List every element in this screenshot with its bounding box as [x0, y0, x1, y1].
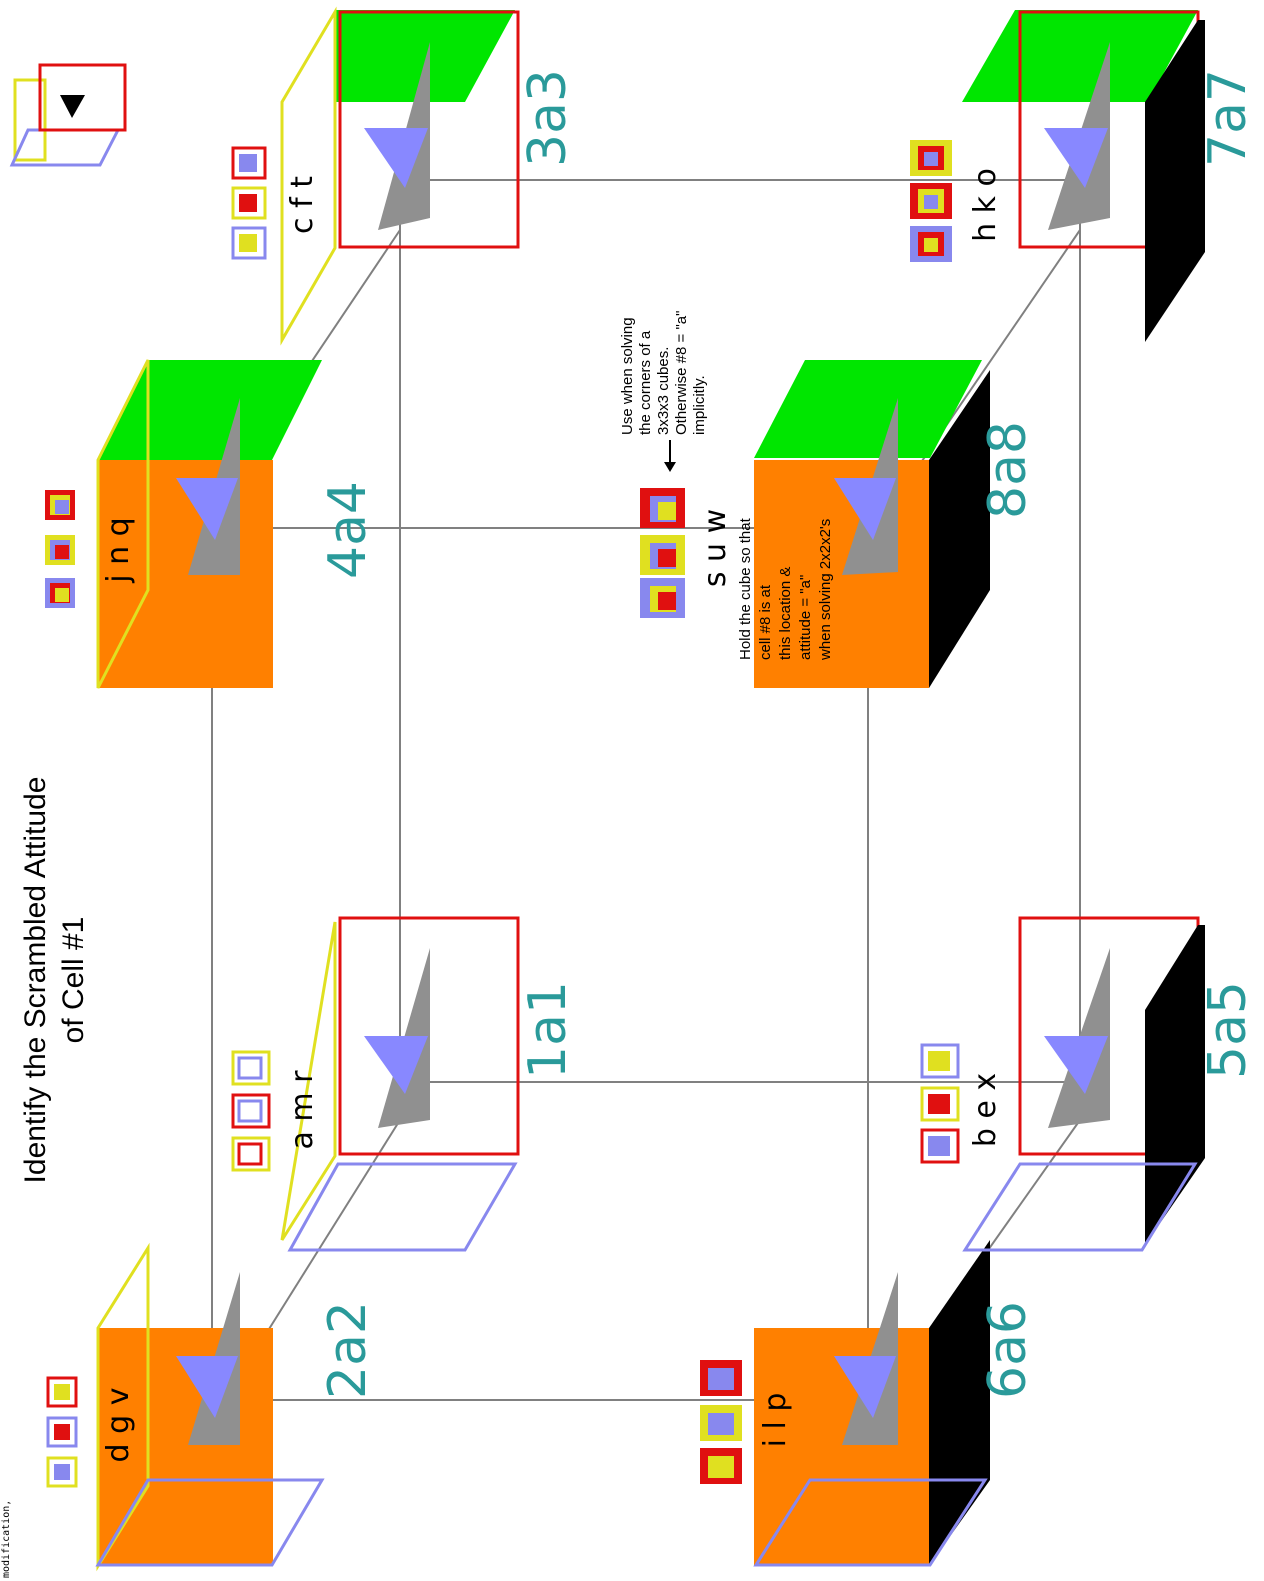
note-corners-line5: implicitly. [691, 375, 708, 435]
letters-cell-4: j n q [101, 517, 136, 583]
note-corners-line4: Otherwise #8 = "a" [673, 311, 690, 435]
letters-cell-8: s u w [698, 509, 733, 587]
letters-cell-6: i l p [758, 1393, 793, 1448]
cell-label-7: 7a7 [1198, 69, 1258, 167]
cell-label-5: 5a5 [1198, 981, 1258, 1079]
cell-2 [95, 1242, 325, 1572]
title-line1: Identify the Scrambled Attitude [19, 777, 52, 1184]
cell-label-6: 6a6 [978, 1301, 1038, 1399]
note-hold-line2: cell #8 is at [757, 584, 774, 660]
note-hold: Hold the cube so that cell #8 is at this… [737, 517, 834, 661]
cell-label-1: 1a1 [518, 981, 578, 1079]
cell-label-3: 3a3 [518, 69, 578, 167]
cell-4 [96, 359, 322, 689]
cell-label-4: 4a4 [318, 481, 378, 579]
thumbnail-cube [9, 63, 127, 167]
mini-cube-icons [45, 140, 960, 1488]
note-hold-line3: this location & [777, 567, 794, 660]
note-hold-line1: Hold the cube so that [737, 517, 754, 660]
corner-text: modification, [1, 1500, 12, 1578]
note-corners-line2: the corners of a [637, 330, 654, 435]
note-hold-line5: when solving 2x2x2's [817, 519, 834, 661]
cell-label-8: 8a8 [978, 421, 1038, 519]
cell-6 [753, 1240, 990, 1567]
cell-3 [280, 6, 520, 346]
note-corners: Use when solving the corners of a 3x3x3 … [619, 311, 708, 435]
title-line2: of Cell #1 [57, 917, 90, 1044]
cell-7 [962, 10, 1205, 342]
note-hold-line4: attitude = "a" [797, 575, 814, 660]
cell-1 [280, 916, 520, 1252]
letters-cell-3: c f t [285, 176, 320, 234]
note-corners-line1: Use when solving [619, 317, 636, 435]
cell-5 [962, 916, 1205, 1252]
letters-cell-7: h k o [968, 168, 1003, 242]
cell-label-2: 2a2 [318, 1301, 378, 1399]
letters-cell-2: d g v [101, 1388, 136, 1463]
letters-cell-1: a m r [285, 1070, 320, 1150]
arrow-icon [664, 440, 676, 472]
cell-8 [754, 360, 990, 688]
letters-cell-5: b e x [968, 1073, 1003, 1147]
note-corners-line3: 3x3x3 cubes. [655, 347, 672, 435]
page-title: Identify the Scrambled Attitude of Cell … [19, 777, 90, 1184]
